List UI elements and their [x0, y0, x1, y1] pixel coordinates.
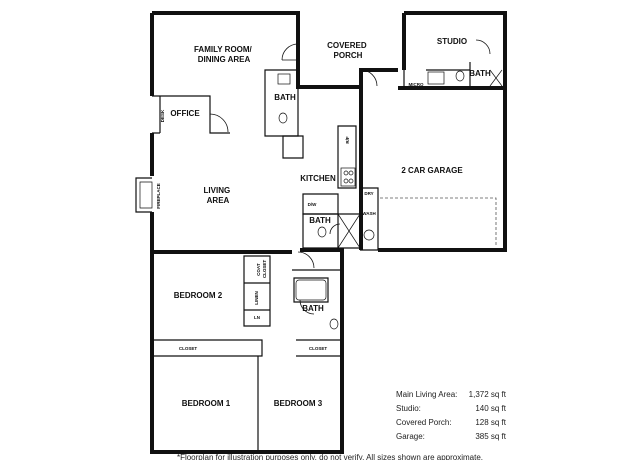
exterior-walls — [150, 11, 507, 454]
living-area-label: LIVING AREA — [204, 186, 233, 205]
linen-label: LINEN — [254, 291, 259, 305]
dishwasher-label: D/W — [308, 202, 318, 207]
area-summary: Main Living Area: 1,372 sq ft Studio: 14… — [396, 388, 506, 444]
kitchen-label: KITCHEN — [300, 174, 336, 183]
fixtures — [135, 69, 503, 330]
area-label: Studio: — [396, 404, 421, 413]
area-label: Garage: — [396, 432, 425, 441]
area-row: Studio: 140 sq ft — [396, 402, 506, 416]
area-row: Covered Porch: 128 sq ft — [396, 416, 506, 430]
desk-label: DESK — [160, 109, 165, 122]
area-label: Covered Porch: — [396, 418, 452, 427]
washer-label: WASH — [362, 211, 376, 216]
closet-1-label: CLOSET — [179, 346, 198, 351]
area-label: Main Living Area: — [396, 390, 458, 399]
refrigerator-label: R/F — [345, 136, 350, 144]
bedroom-3-label: BEDROOM 3 — [274, 399, 323, 408]
closet-3-label: CLOSET — [309, 346, 328, 351]
disclaimer-text: *Floorplan for illustration purposes onl… — [176, 453, 484, 460]
micro-label: MICRO — [409, 82, 424, 87]
garage-label: 2 CAR GARAGE — [401, 166, 463, 175]
office-label: OFFICE — [170, 109, 200, 118]
fireplace-label: FIREPLACE — [156, 183, 161, 209]
area-value: 128 sq ft — [475, 418, 506, 427]
ln-label: LN — [254, 315, 260, 320]
area-value: 1,372 sq ft — [468, 390, 506, 399]
bath-main-label: BATH — [274, 93, 296, 102]
covered-porch-label: COVERED PORCH — [327, 41, 369, 60]
bedroom-1-label: BEDROOM 1 — [182, 399, 231, 408]
bath-studio-label: BATH — [469, 69, 491, 78]
door-swings — [209, 39, 491, 315]
area-value: 385 sq ft — [475, 432, 506, 441]
area-row: Garage: 385 sq ft — [396, 430, 506, 444]
area-row: Main Living Area: 1,372 sq ft — [396, 388, 506, 402]
bath-hall-label: BATH — [302, 304, 324, 313]
coat-closet-label: COAT CLOSET — [256, 260, 267, 279]
dryer-label: DRY — [364, 191, 373, 196]
bath-utility-label: BATH — [309, 216, 331, 225]
area-value: 140 sq ft — [475, 404, 506, 413]
family-room-label: FAMILY ROOM/ DINING AREA — [194, 45, 254, 64]
interior-walls — [152, 13, 497, 452]
studio-label: STUDIO — [437, 37, 467, 46]
bedroom-2-label: BEDROOM 2 — [174, 291, 223, 300]
